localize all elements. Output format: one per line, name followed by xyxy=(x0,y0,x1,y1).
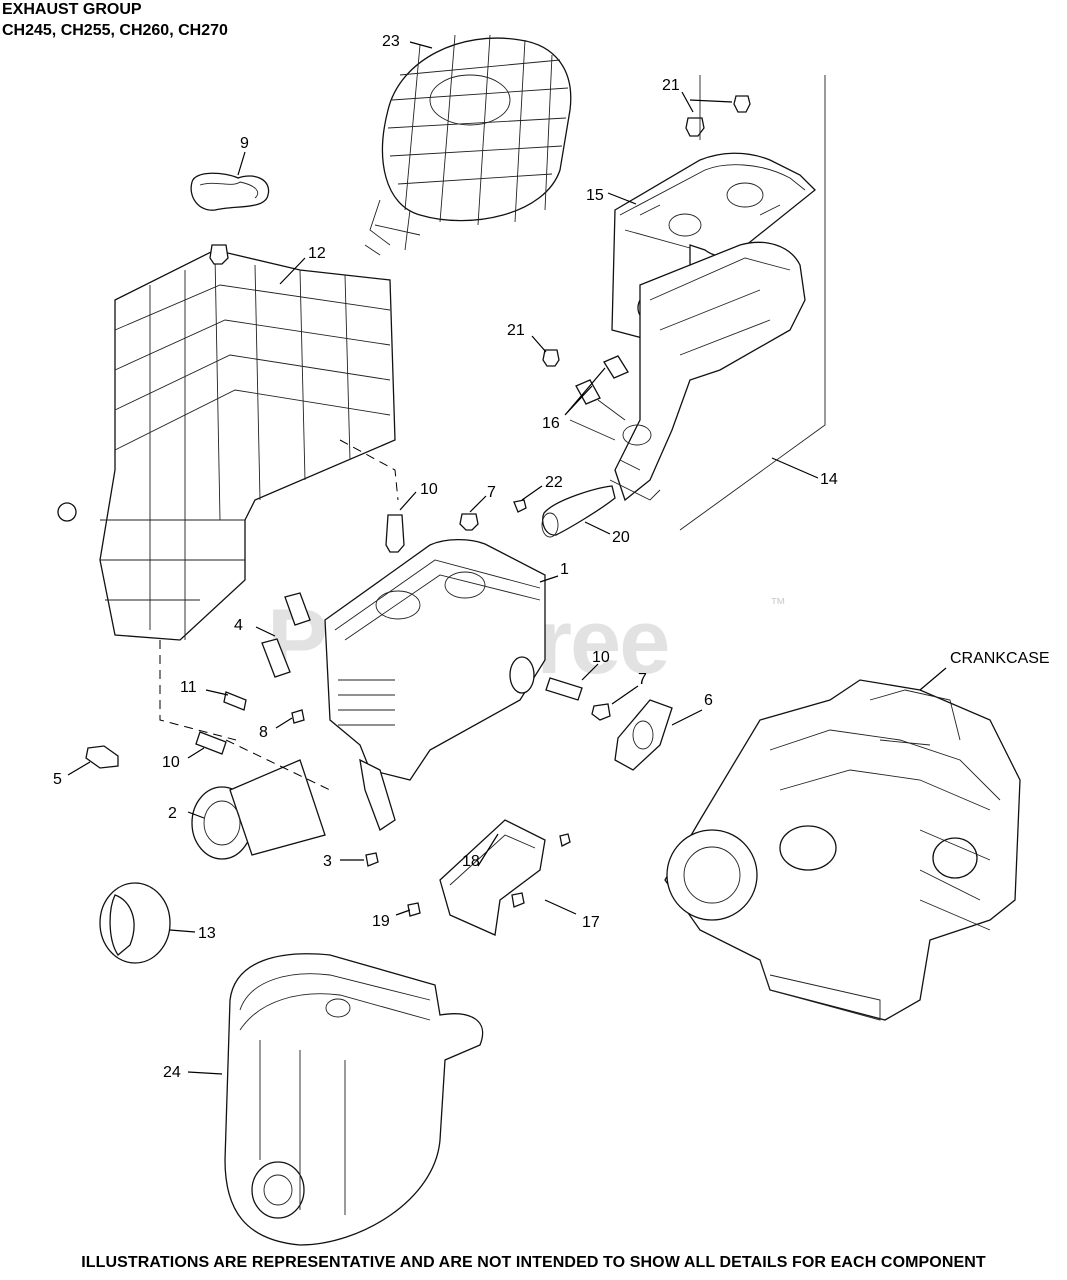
crankcase-assembly xyxy=(664,679,1021,1021)
diagram-title: EXHAUST GROUP xyxy=(2,1,142,18)
part-10-studs-lower xyxy=(195,677,583,755)
leader-dash-2 xyxy=(159,640,331,791)
callout-1: 1 xyxy=(560,561,569,578)
callout-16: 16 xyxy=(542,415,560,432)
callout-10-upper: 10 xyxy=(420,481,438,498)
callout-18: 18 xyxy=(462,853,480,870)
callout-12: 12 xyxy=(308,245,326,262)
part-11-stud xyxy=(223,691,247,711)
callout-24: 24 xyxy=(163,1064,181,1081)
part-14-muffler-assembly xyxy=(609,241,806,502)
callout-21-top: 21 xyxy=(662,77,680,94)
bracket-line-14 xyxy=(679,75,826,531)
callout-3: 3 xyxy=(323,853,332,870)
part-20-spark-arrestor xyxy=(541,485,616,538)
exploded-parts-diagram: 23 9 21 15 12 21 16 14 10 7 22 20 1 4 10… xyxy=(53,33,1050,1246)
callout-7-lower: 7 xyxy=(638,671,647,688)
model-list: CH245, CH255, CH260, CH270 xyxy=(2,22,228,39)
callout-21-mid: 21 xyxy=(507,322,525,339)
callout-15: 15 xyxy=(586,187,604,204)
callout-7-upper: 7 xyxy=(487,484,496,501)
part-24-muffler xyxy=(224,953,484,1246)
callout-4: 4 xyxy=(234,617,243,634)
part-19-screw xyxy=(407,902,421,917)
part-6-gasket xyxy=(614,699,673,771)
part-21-bolts-top xyxy=(685,95,751,137)
callout-20: 20 xyxy=(612,529,630,546)
part-7-bolt-upper xyxy=(459,513,479,531)
callout-6: 6 xyxy=(704,692,713,709)
leader-line-16 xyxy=(569,399,626,441)
part-4-studs xyxy=(261,592,311,678)
trademark-mark: ™ xyxy=(770,596,786,613)
callout-crankcase: CRANKCASE xyxy=(950,650,1050,667)
part-16-studs xyxy=(575,355,629,405)
part-13-end-cap xyxy=(99,882,171,964)
callout-13: 13 xyxy=(198,925,216,942)
callout-8: 8 xyxy=(259,724,268,741)
callout-9: 9 xyxy=(240,135,249,152)
part-8-screw xyxy=(291,709,305,724)
callout-11: 11 xyxy=(180,679,197,696)
part-2-exhaust-tube xyxy=(191,759,326,860)
part-1-muffler xyxy=(324,538,546,831)
part-9-clip xyxy=(190,172,270,211)
part-22-screw xyxy=(513,499,527,513)
part-3-screw xyxy=(365,852,379,867)
part-10-stud-upper xyxy=(385,514,405,553)
callout-17: 17 xyxy=(582,914,600,931)
part-18-bracket xyxy=(439,819,571,936)
disclaimer-footer: ILLUSTRATIONS ARE REPRESENTATIVE AND ARE… xyxy=(81,1254,986,1271)
part-21-bolt-mid xyxy=(542,349,560,367)
callout-14: 14 xyxy=(820,471,838,488)
callout-10-right: 10 xyxy=(592,649,610,666)
callout-22: 22 xyxy=(545,474,563,491)
callout-23: 23 xyxy=(382,33,400,50)
callout-5: 5 xyxy=(53,771,62,788)
callout-2: 2 xyxy=(168,805,177,822)
part-5-bolt xyxy=(85,745,119,769)
callout-19: 19 xyxy=(372,913,390,930)
leader-dash-1 xyxy=(339,439,399,501)
part-23-exhaust-cage xyxy=(364,34,572,256)
part-12-cage-guard xyxy=(57,244,396,641)
part-7-bolt-lower xyxy=(591,703,611,721)
callout-10-lower: 10 xyxy=(162,754,180,771)
